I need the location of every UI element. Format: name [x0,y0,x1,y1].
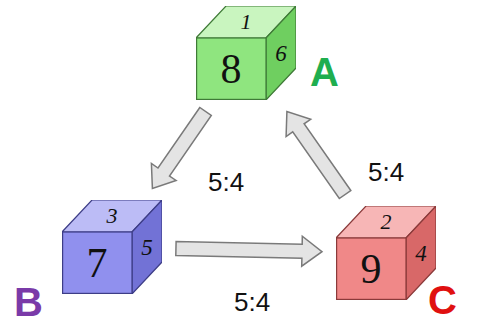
die-side-face [132,200,162,294]
side-face-number: 4 [406,226,436,280]
die-front-face [63,232,132,293]
ratio-label: 5:4 [232,288,272,317]
block-arrow [176,236,322,266]
die-node: 294C [336,206,474,328]
front-face-number: 8 [196,38,266,100]
top-face-number: 2 [358,208,414,236]
die-cube: 294 [336,206,436,300]
block-arrow [286,112,351,199]
die-letter: A [310,50,339,94]
die-node: 186A [196,6,356,106]
die-letter: B [14,280,43,324]
block-arrow [151,108,211,189]
ratio-label: 5:4 [366,158,406,187]
ratio-label: 5:4 [206,168,246,197]
die-front-face [197,38,266,99]
top-face-number: 1 [218,8,274,36]
die-node: 375B [10,200,150,328]
die-cube: 186 [196,6,296,100]
top-face-number: 3 [84,202,140,230]
side-face-number: 5 [132,220,162,274]
front-face-number: 9 [336,238,406,300]
front-face-number: 7 [62,232,132,294]
die-cube: 375 [62,200,162,294]
die-side-face [266,6,296,100]
die-letter: C [428,278,457,322]
die-front-face [337,238,406,299]
side-face-number: 6 [266,26,296,80]
